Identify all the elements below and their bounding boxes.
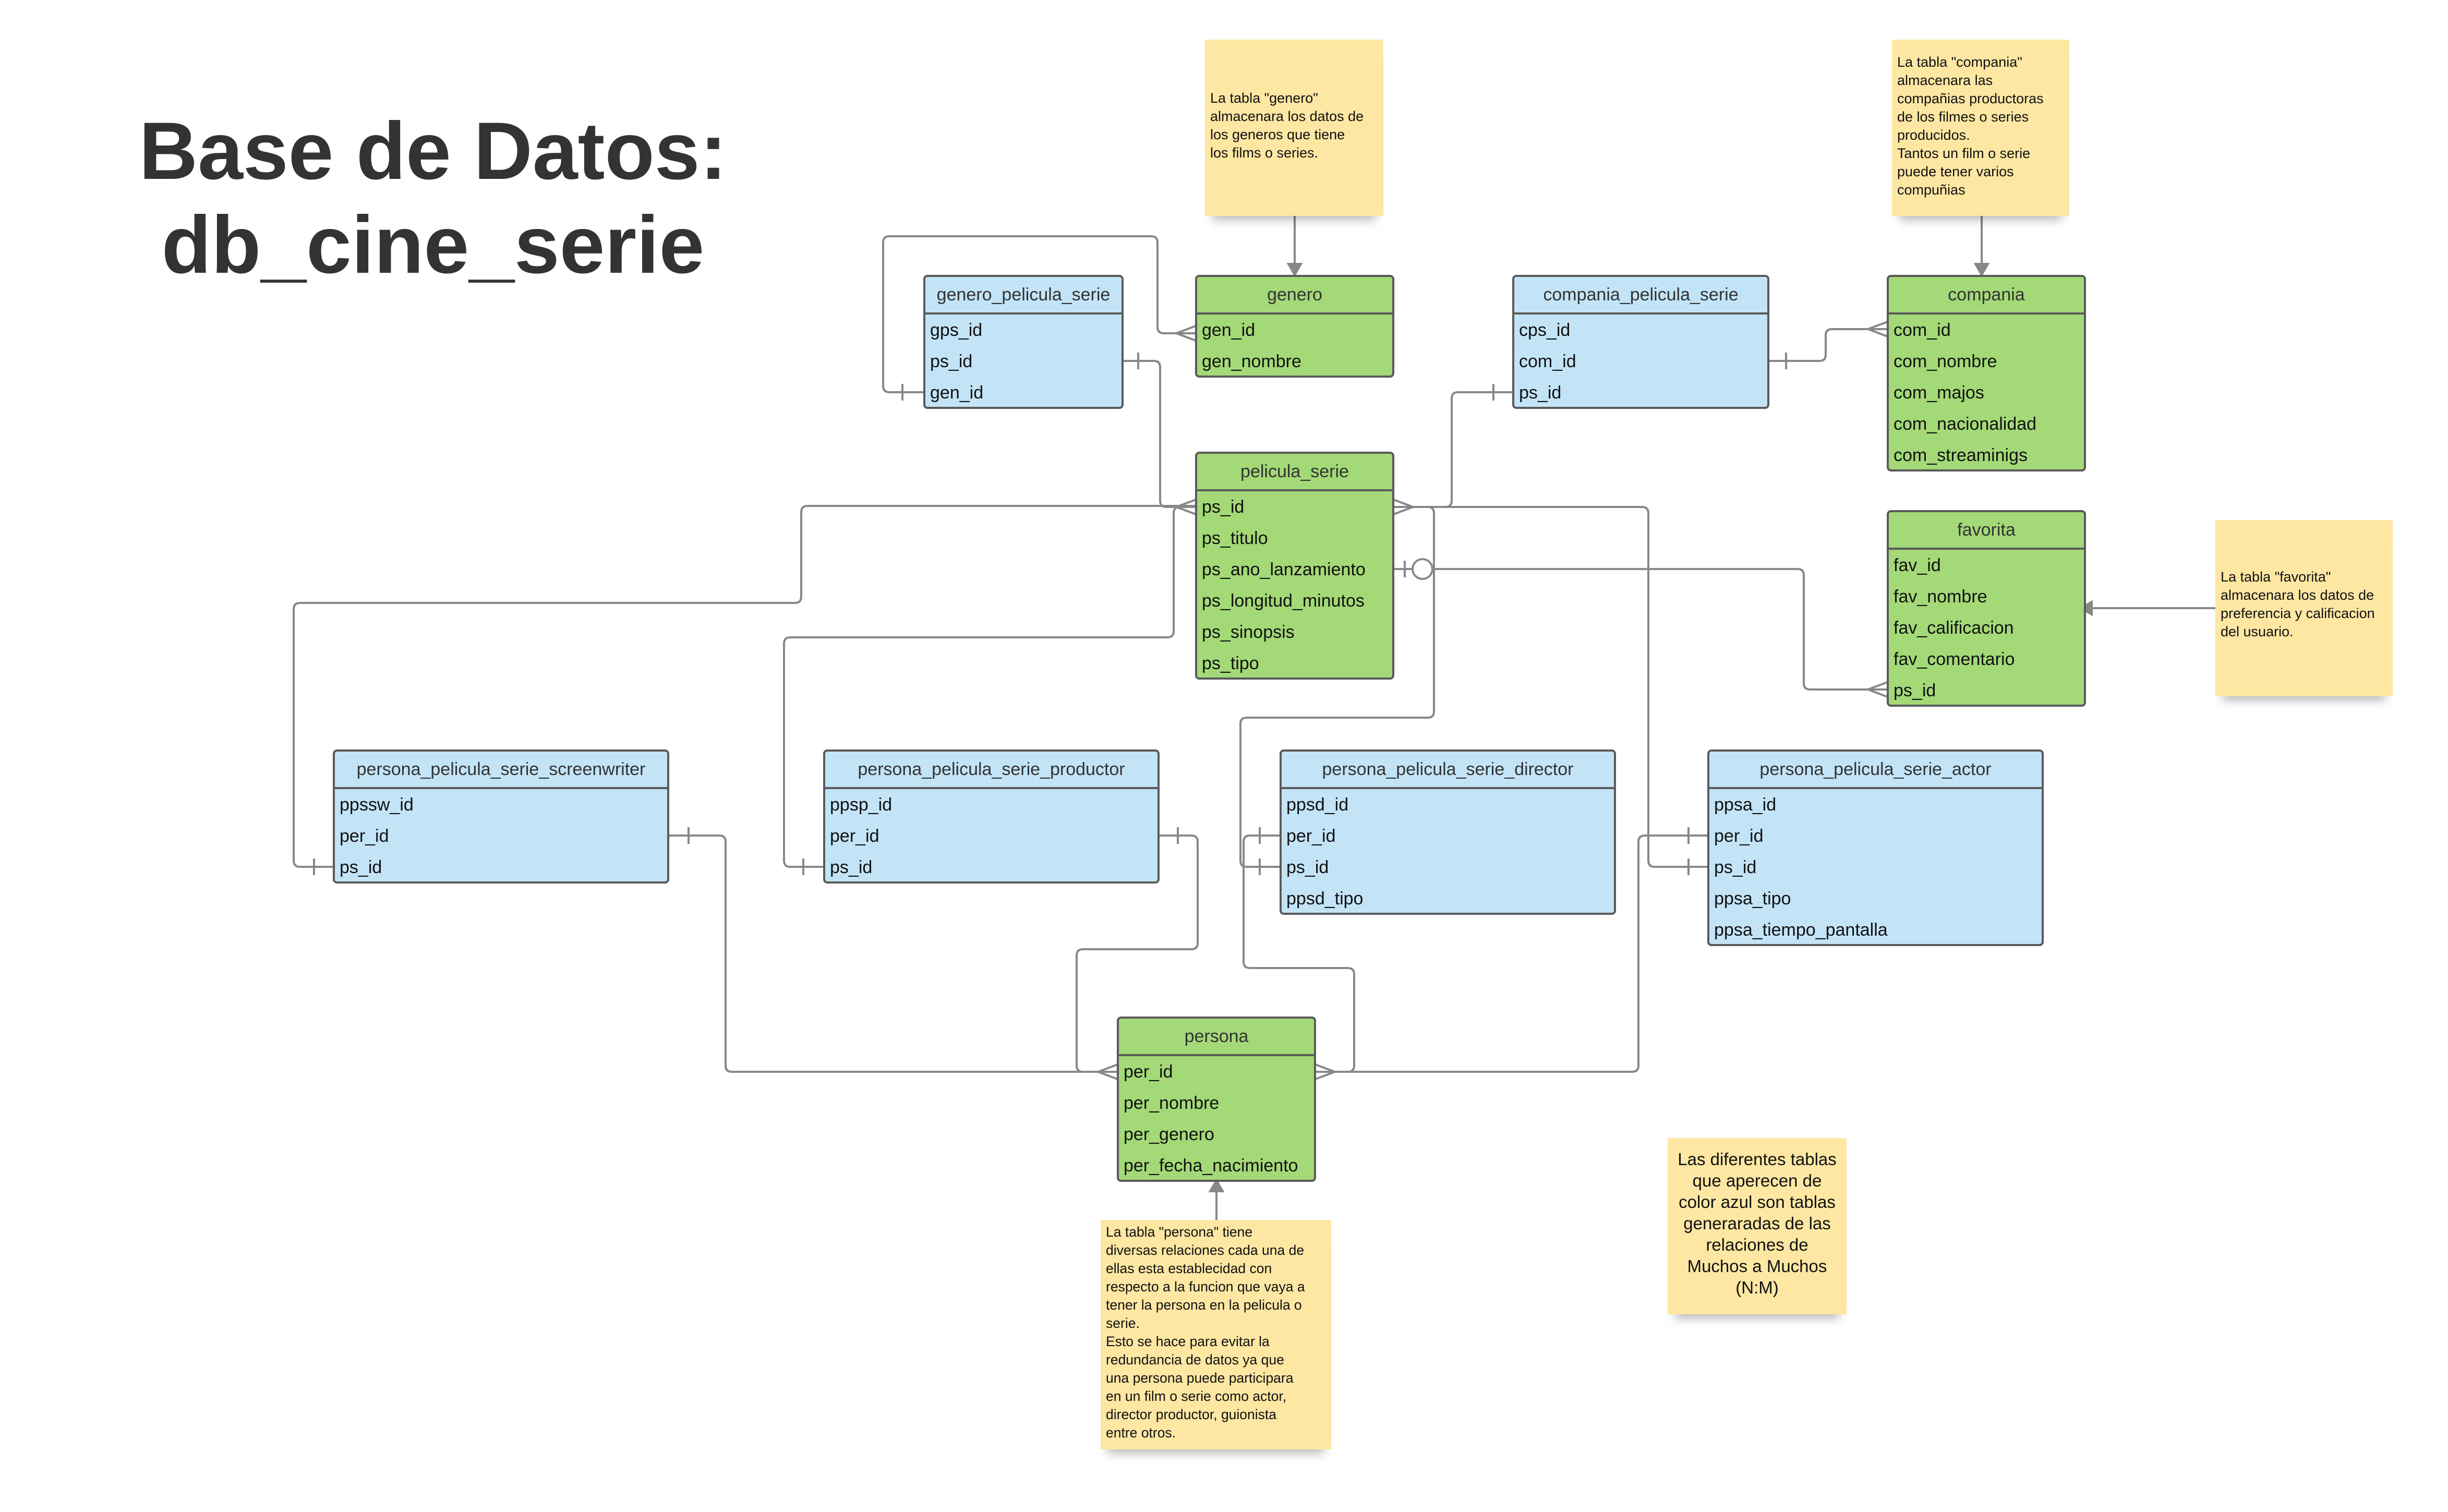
field-ps-longitud-minutos: ps_longitud_minutos <box>1202 591 1365 611</box>
field-gen-id: gen_id <box>930 383 984 403</box>
field-ps-id: ps_id <box>1894 681 1936 700</box>
rel-gps-genero-crowsfoot <box>1175 324 1198 342</box>
rel-favorita-pelicula <box>1392 568 1889 691</box>
field-ps-tipo: ps_tipo <box>1202 654 1259 673</box>
field-per-fecha-nacimiento: per_fecha_nacimiento <box>1124 1156 1298 1176</box>
rel-productor-persona <box>1076 834 1199 1073</box>
entity-persona-pelicula-serie-actor[interactable]: persona_pelicula_serie_actor ppsa_id per… <box>1707 749 2044 946</box>
field-ps-ano-lanzamiento: ps_ano_lanzamiento <box>1202 560 1366 579</box>
rel-cps-compania-crowsfoot <box>1867 320 1889 338</box>
rel-actor-persona <box>1314 834 1709 1073</box>
entity-compania-pelicula-serie[interactable]: compania_pelicula_serie cps_id com_id ps… <box>1512 275 1769 409</box>
field-ppsp-id: ppsp_id <box>830 795 893 815</box>
field-ppsa-tipo: ppsa_tipo <box>1714 889 1791 909</box>
field-cps-id: cps_id <box>1519 320 1571 340</box>
field-per-id: per_id <box>830 826 879 846</box>
diagram-title: Base de Datos: db_cine_serie <box>99 104 767 292</box>
entity-persona-pelicula-serie-screenwriter[interactable]: persona_pelicula_serie_screenwriter ppss… <box>333 749 669 884</box>
note-compania[interactable]: La tabla "compania" almacenara las compa… <box>1892 40 2069 216</box>
title-line-2: db_cine_serie <box>161 200 705 291</box>
entity-header: genero_pelicula_serie <box>925 277 1122 315</box>
field-com-majos: com_majos <box>1894 383 1984 403</box>
field-per-nombre: per_nombre <box>1124 1093 1220 1113</box>
entity-persona-pelicula-serie-productor[interactable]: persona_pelicula_serie_productor ppsp_id… <box>823 749 1160 884</box>
entity-compania[interactable]: compania com_id com_nombre com_majos com… <box>1887 275 2086 471</box>
field-com-nacionalidad: com_nacionalidad <box>1894 414 2037 434</box>
field-ps-id: ps_id <box>340 857 382 877</box>
field-gps-id: gps_id <box>930 320 983 340</box>
rel-favorita-pelicula-circle <box>1412 558 1433 580</box>
field-ppsa-id: ppsa_id <box>1714 795 1777 815</box>
entity-header: genero <box>1197 277 1392 315</box>
entity-genero-pelicula-serie[interactable]: genero_pelicula_serie gps_id ps_id gen_i… <box>923 275 1124 409</box>
entity-header: compania_pelicula_serie <box>1514 277 1767 315</box>
entity-persona[interactable]: persona per_id per_nombre per_genero per… <box>1117 1017 1316 1182</box>
note-favorita[interactable]: La tabla "favorita" almacenara los datos… <box>2215 520 2393 696</box>
rel-screenwriter-pelicula <box>293 505 1197 868</box>
note-tablas-azules[interactable]: Las diferentes tablas que aperecen de co… <box>1668 1138 1847 1314</box>
entity-header: favorita <box>1889 512 2084 550</box>
field-gen-nombre: gen_nombre <box>1202 352 1301 371</box>
rel-persona-crowsfoot-right <box>1313 1063 1336 1081</box>
rel-productor-pelicula <box>783 506 1197 868</box>
field-ps-titulo: ps_titulo <box>1202 528 1268 548</box>
field-ppsd-tipo: ppsd_tipo <box>1286 889 1364 909</box>
field-gen-id: gen_id <box>1202 320 1256 340</box>
entity-genero[interactable]: genero gen_id gen_nombre <box>1195 275 1394 378</box>
entity-header: persona_pelicula_serie_director <box>1282 752 1614 789</box>
field-ppsa-tiempo-pantalla: ppsa_tiempo_pantalla <box>1714 920 1888 940</box>
field-fav-nombre: fav_nombre <box>1894 587 1987 607</box>
field-ps-id: ps_id <box>1714 857 1757 877</box>
entity-header: persona <box>1119 1019 1314 1056</box>
field-fav-id: fav_id <box>1894 555 1941 575</box>
field-com-id: com_id <box>1894 320 1951 340</box>
rel-director-pelicula <box>1239 506 1435 868</box>
field-com-nombre: com_nombre <box>1894 352 1997 371</box>
field-fav-calificacion: fav_calificacion <box>1894 618 2014 638</box>
field-com-streaminigs: com_streaminigs <box>1894 445 2028 465</box>
field-com-id: com_id <box>1519 352 1576 371</box>
rel-favorita-pelicula-crowsfoot <box>1867 681 1889 698</box>
field-ppssw-id: ppssw_id <box>340 795 414 815</box>
entity-favorita[interactable]: favorita fav_id fav_nombre fav_calificac… <box>1887 510 2086 707</box>
entity-persona-pelicula-serie-director[interactable]: persona_pelicula_serie_director ppsd_id … <box>1280 749 1616 915</box>
note-persona[interactable]: La tabla "persona" tiene diversas relaci… <box>1101 1220 1331 1449</box>
field-fav-comentario: fav_comentario <box>1894 649 2015 669</box>
field-per-id: per_id <box>1124 1062 1173 1082</box>
field-ps-id: ps_id <box>1202 497 1245 517</box>
field-ps-id: ps_id <box>830 857 873 877</box>
arrow-note-genero-head <box>1286 263 1303 277</box>
field-per-id: per_id <box>340 826 389 846</box>
field-per-id: per_id <box>1286 826 1336 846</box>
field-ps-id: ps_id <box>1286 857 1329 877</box>
arrow-note-compania-head <box>1973 263 1990 277</box>
rel-cps-compania <box>1767 328 1889 362</box>
field-per-id: per_id <box>1714 826 1764 846</box>
entity-header: persona_pelicula_serie_screenwriter <box>335 752 667 789</box>
note-genero[interactable]: La tabla "genero" almacenara los datos d… <box>1205 40 1383 216</box>
title-line-1: Base de Datos: <box>139 106 727 197</box>
field-ps-id: ps_id <box>1519 383 1562 403</box>
field-ppsd-id: ppsd_id <box>1286 795 1349 815</box>
field-ps-sinopsis: ps_sinopsis <box>1202 622 1295 642</box>
rel-actor-pelicula <box>1392 506 1709 868</box>
field-ps-id: ps_id <box>930 352 973 371</box>
arrow-note-favorita-head <box>2078 600 2093 616</box>
entity-pelicula-serie[interactable]: pelicula_serie ps_id ps_titulo ps_ano_la… <box>1195 452 1394 680</box>
entity-header: compania <box>1889 277 2084 315</box>
rel-director-persona <box>1243 834 1355 1073</box>
rel-screenwriter-persona <box>667 834 1119 1073</box>
arrow-note-persona-head <box>1208 1178 1225 1192</box>
entity-header: persona_pelicula_serie_productor <box>825 752 1157 789</box>
rel-gps-genero <box>882 235 1197 393</box>
entity-header: pelicula_serie <box>1197 454 1392 491</box>
entity-header: persona_pelicula_serie_actor <box>1709 752 2042 789</box>
field-per-genero: per_genero <box>1124 1124 1214 1144</box>
